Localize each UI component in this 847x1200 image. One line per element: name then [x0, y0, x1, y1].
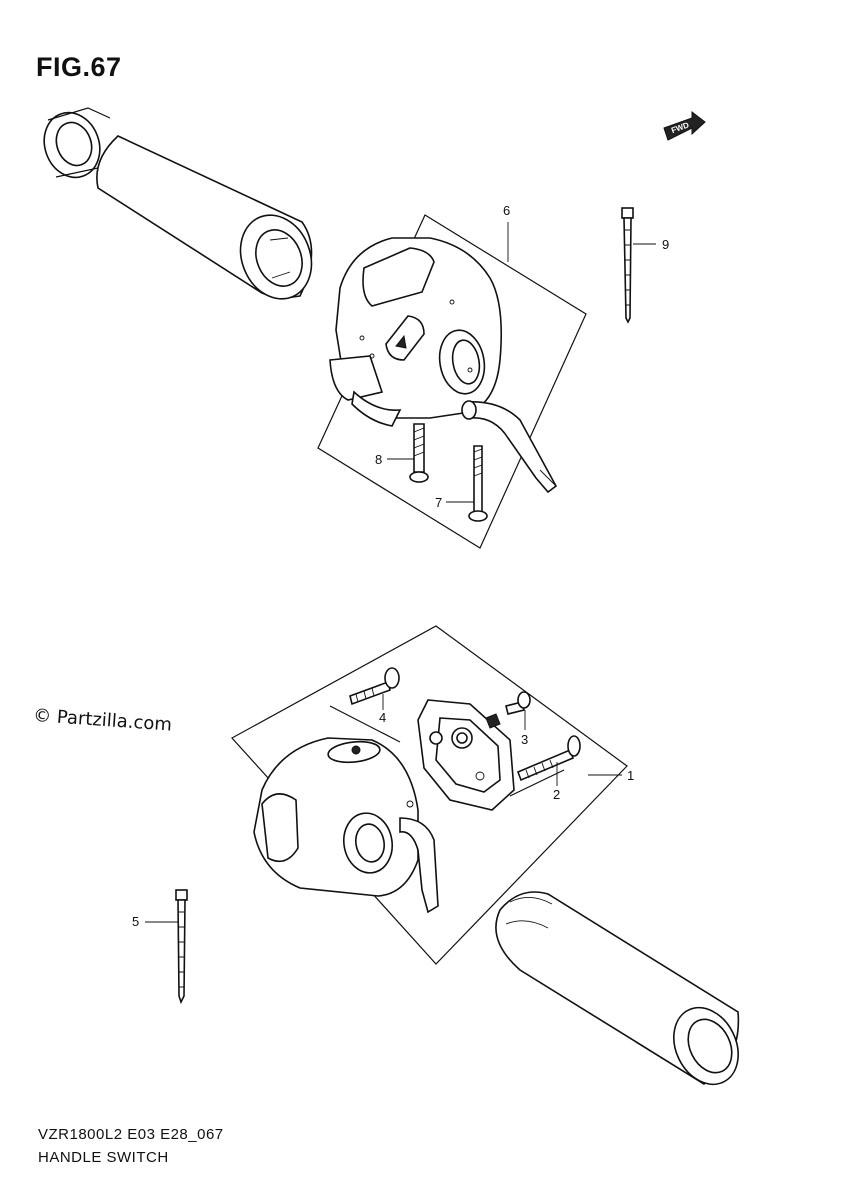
- left-handle-switch: [329, 237, 502, 427]
- switch-cable-right: [399, 817, 439, 914]
- right-handle-switch: [253, 737, 419, 897]
- cable-tie-5: [175, 889, 188, 1005]
- callout-8: 8: [375, 452, 382, 467]
- screw-3: [505, 691, 531, 715]
- grip-collar-top: [43, 107, 111, 179]
- callout-5: 5: [132, 914, 139, 929]
- model-code: VZR1800L2 E03 E28_067: [38, 1126, 224, 1143]
- switch-bracket: [417, 699, 515, 811]
- figure-title: FIG.67: [36, 52, 122, 82]
- callout-9: 9: [662, 237, 669, 252]
- screw-2: [516, 735, 581, 782]
- fwd-arrow-icon: FWD: [663, 110, 706, 141]
- cable-tie-9: [621, 207, 634, 324]
- callout-4: 4: [379, 710, 386, 725]
- group-name: HANDLE SWITCH: [38, 1149, 169, 1166]
- callout-3: 3: [521, 732, 528, 747]
- assembly-frame-1: [231, 625, 628, 965]
- callout-numbers: 1 2 3 4 5 6 7 8 9: [132, 203, 669, 929]
- inner-frame-lines: [329, 705, 565, 797]
- screw-8: [409, 423, 429, 483]
- throttle-grip-right: [495, 891, 740, 1086]
- handle-grip-left: [96, 135, 313, 300]
- screw-4: [349, 667, 400, 706]
- callout-1: 1: [627, 768, 634, 783]
- callout-2: 2: [553, 787, 560, 802]
- switch-cable-left: [461, 400, 558, 494]
- callout-6: 6: [503, 203, 510, 218]
- screw-7: [468, 445, 488, 522]
- callout-7: 7: [435, 495, 442, 510]
- leader-lines: [145, 222, 656, 923]
